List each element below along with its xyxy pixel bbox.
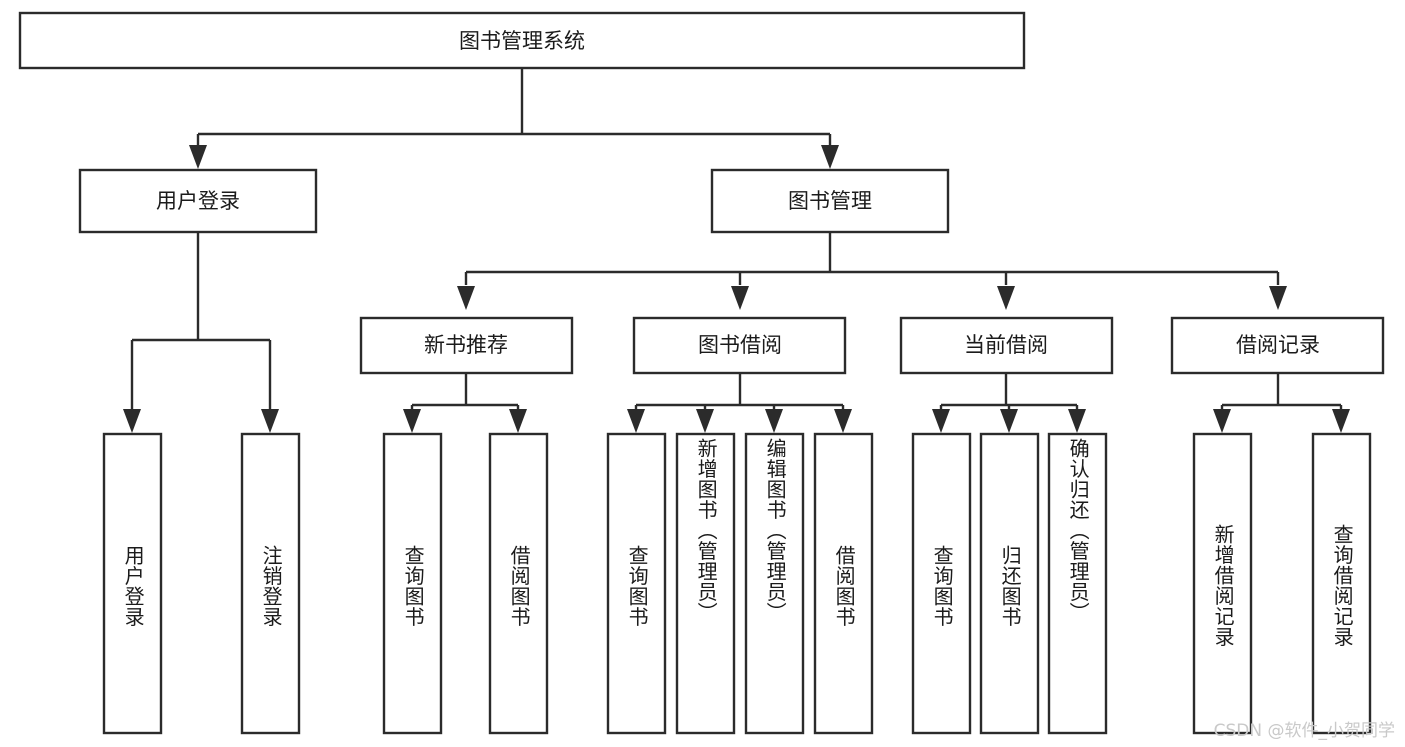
leaf-query-book-1-label: 查询图书: [401, 544, 426, 627]
connector-layer: [123, 68, 1350, 433]
leaf-query-record-label: 查询借阅记录: [1330, 524, 1355, 647]
node-user-login[interactable]: 用户登录: [78, 168, 318, 234]
leaf-edit-book[interactable]: 编辑图书（管理员）: [744, 432, 805, 735]
node-new-book-rec-label: 新书推荐: [424, 333, 508, 357]
leaf-add-record[interactable]: 新增借阅记录: [1192, 432, 1253, 735]
leaf-add-book-box[interactable]: [675, 432, 736, 735]
node-root[interactable]: 图书管理系统: [18, 11, 1026, 70]
node-book-manage-label: 图书管理: [788, 189, 872, 213]
leaf-query-book-3-box[interactable]: [911, 432, 972, 735]
leaf-logout-label: 注销登录: [259, 544, 284, 627]
node-book-manage-box[interactable]: [710, 168, 950, 234]
node-new-book-rec[interactable]: 新书推荐: [359, 316, 574, 375]
leaf-confirm-return[interactable]: 确认归还（管理员）: [1047, 432, 1108, 735]
arrow-to-leaf-query-book-1: [403, 409, 421, 433]
leaf-query-book-3-label: 查询图书: [930, 544, 955, 627]
leaf-user-login-label: 用户登录: [121, 544, 146, 627]
arrow-to-leaf-confirm-return: [1068, 409, 1086, 433]
leaf-query-book-2-label: 查询图书: [625, 544, 650, 627]
leaf-add-record-box[interactable]: [1192, 432, 1253, 735]
leaf-query-book-2-box[interactable]: [606, 432, 667, 735]
node-borrow-record-label: 借阅记录: [1236, 333, 1320, 357]
node-borrow-record-box[interactable]: [1170, 316, 1385, 375]
leaf-query-book-2[interactable]: 查询图书: [606, 432, 667, 735]
leaf-borrow-book-1-box[interactable]: [488, 432, 549, 735]
arrow-to-leaf-user-login: [123, 409, 141, 433]
arrow-to-leaf-return-book: [1000, 409, 1018, 433]
leaf-query-book-3[interactable]: 查询图书: [911, 432, 972, 735]
arrow-to-leaf-edit-book: [765, 409, 783, 433]
leaf-query-record-box[interactable]: [1311, 432, 1372, 735]
leaf-return-book-label: 归还图书: [998, 544, 1023, 627]
arrow-to-leaf-add-record: [1213, 409, 1231, 433]
leaf-user-login[interactable]: 用户登录: [102, 432, 163, 735]
arrow-root-to-userlogin: [189, 145, 207, 169]
arrow-to-leaf-query-record: [1332, 409, 1350, 433]
node-current-borrow-box[interactable]: [899, 316, 1114, 375]
leaf-add-book[interactable]: 新增图书（管理员）: [675, 432, 736, 735]
leaf-add-book-label: 新增图书（管理员）: [694, 438, 719, 623]
arrow-to-new-book-rec: [457, 286, 475, 310]
node-borrow-record[interactable]: 借阅记录: [1170, 316, 1385, 375]
arrow-to-leaf-logout: [261, 409, 279, 433]
arrow-to-leaf-query-book-3: [932, 409, 950, 433]
arrow-to-current-borrow: [997, 286, 1015, 310]
node-book-manage[interactable]: 图书管理: [710, 168, 950, 234]
leaf-user-login-box[interactable]: [102, 432, 163, 735]
leaf-return-book-box[interactable]: [979, 432, 1040, 735]
arrow-to-book-borrow: [731, 286, 749, 310]
node-user-login-box[interactable]: [78, 168, 318, 234]
leaf-logout[interactable]: 注销登录: [240, 432, 301, 735]
leaf-query-book-1[interactable]: 查询图书: [382, 432, 443, 735]
arrow-to-borrow-record: [1269, 286, 1287, 310]
arrow-to-leaf-add-book: [696, 409, 714, 433]
leaf-return-book[interactable]: 归还图书: [979, 432, 1040, 735]
node-new-book-rec-box[interactable]: [359, 316, 574, 375]
leaf-borrow-book-2-label: 借阅图书: [832, 544, 857, 627]
node-current-borrow[interactable]: 当前借阅: [899, 316, 1114, 375]
node-root-box[interactable]: [18, 11, 1026, 70]
leaf-query-record[interactable]: 查询借阅记录: [1311, 432, 1372, 735]
leaf-confirm-return-box[interactable]: [1047, 432, 1108, 735]
node-book-borrow-box[interactable]: [632, 316, 847, 375]
arrow-to-leaf-borrow-book-2: [834, 409, 852, 433]
arrow-to-leaf-borrow-book-1: [509, 409, 527, 433]
leaf-edit-book-label: 编辑图书（管理员）: [763, 438, 788, 623]
node-book-borrow-label: 图书借阅: [698, 333, 782, 357]
arrow-root-to-bookmanage: [821, 145, 839, 169]
leaf-edit-book-box[interactable]: [744, 432, 805, 735]
node-book-borrow[interactable]: 图书借阅: [632, 316, 847, 375]
leaf-borrow-book-1-label: 借阅图书: [507, 544, 532, 627]
leaf-confirm-return-label: 确认归还（管理员）: [1066, 438, 1091, 623]
leaf-query-book-1-box[interactable]: [382, 432, 443, 735]
leaf-borrow-book-2-box[interactable]: [813, 432, 874, 735]
leaf-borrow-book-2[interactable]: 借阅图书: [813, 432, 874, 735]
leaf-add-record-label: 新增借阅记录: [1211, 524, 1236, 647]
node-user-login-label: 用户登录: [156, 189, 240, 213]
node-root-label: 图书管理系统: [459, 29, 585, 53]
node-current-borrow-label: 当前借阅: [964, 333, 1048, 357]
arrow-to-leaf-query-book-2: [627, 409, 645, 433]
leaf-logout-box[interactable]: [240, 432, 301, 735]
leaf-borrow-book-1[interactable]: 借阅图书: [488, 432, 549, 735]
